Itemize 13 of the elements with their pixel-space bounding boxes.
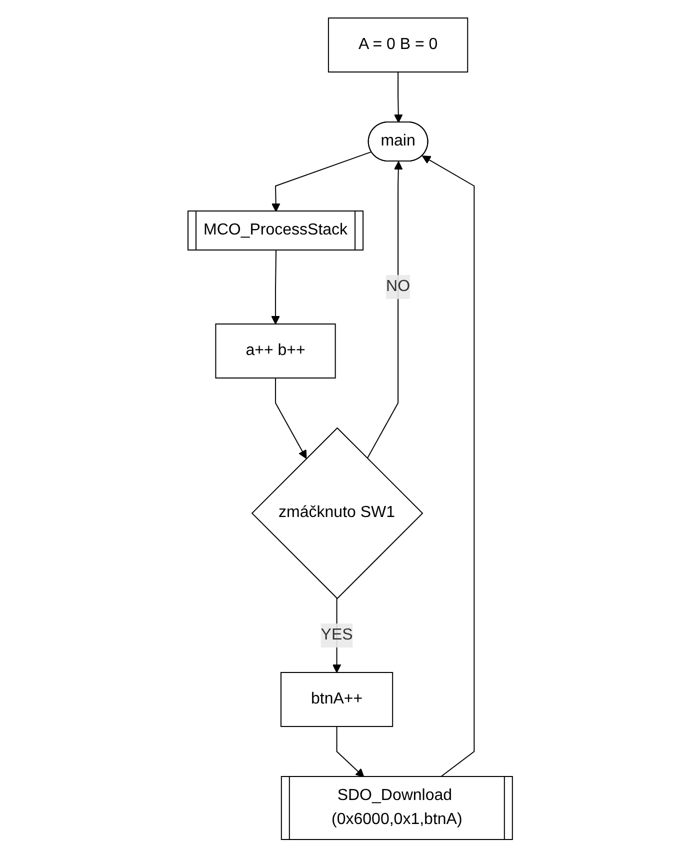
arrow	[271, 152, 372, 212]
edge-label: YES	[320, 626, 353, 644]
edge-label: NO	[386, 278, 410, 296]
arrow	[394, 72, 403, 124]
node-box: btnA++	[280, 672, 393, 728]
node-box: A = 0 B = 0	[328, 18, 468, 73]
arrow	[274, 378, 307, 460]
arrow	[270, 250, 280, 325]
node-diamond: zmáčknuto SW1	[251, 428, 424, 600]
node-box: a++ b++	[215, 324, 336, 379]
arrow	[366, 161, 403, 460]
arrow	[336, 726, 364, 778]
arrow	[422, 156, 474, 778]
